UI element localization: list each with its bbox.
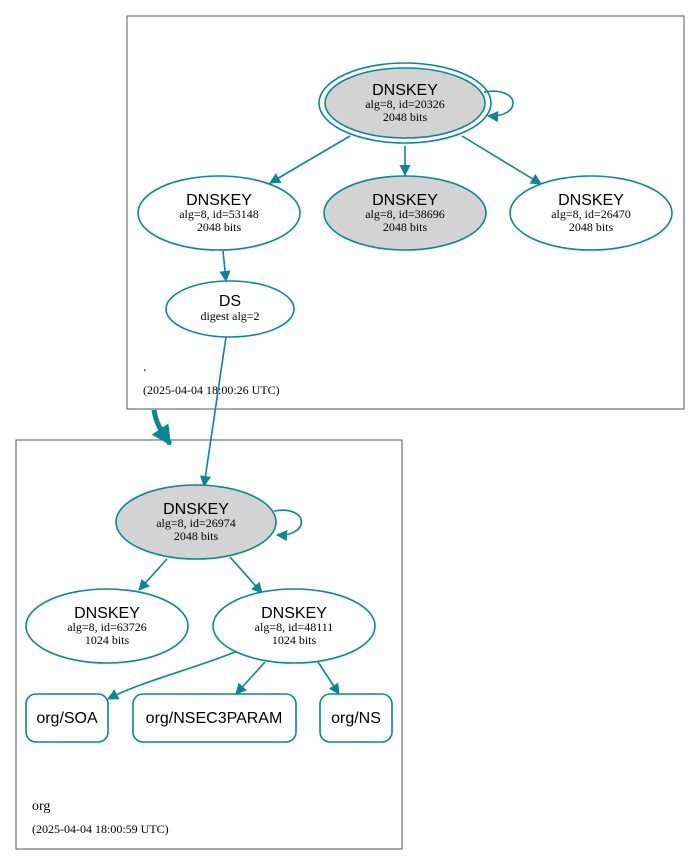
edge-org-ksk-to-63726 xyxy=(138,558,168,591)
node-detail: alg=8, id=53148 xyxy=(179,207,259,221)
node-title: DNSKEY xyxy=(558,192,624,209)
edges xyxy=(107,90,542,700)
zone-org-timestamp: (2025-04-04 18:00:59 UTC) xyxy=(32,822,169,836)
edge-48111-to-soa xyxy=(107,651,236,700)
edge-root-ksk-self xyxy=(483,90,514,123)
node-title: org/SOA xyxy=(36,710,98,727)
node-root-key-26470[interactable]: DNSKEY alg=8, id=26470 2048 bits xyxy=(509,175,673,251)
node-root-key-38696[interactable]: DNSKEY alg=8, id=38696 2048 bits xyxy=(323,175,487,251)
node-title: DNSKEY xyxy=(372,82,438,99)
zone-org-name: org xyxy=(32,799,50,814)
edge-root-ksk-to-26470 xyxy=(461,135,542,185)
node-root-ds[interactable]: DS digest alg=2 xyxy=(165,280,295,338)
node-detail: alg=8, id=48111 xyxy=(255,620,334,634)
node-detail: alg=8, id=26470 xyxy=(551,207,631,221)
edge-zone-delegation xyxy=(151,409,173,446)
node-title: DNSKEY xyxy=(74,605,140,622)
zone-root: . (2025-04-04 18:00:26 UTC) xyxy=(126,15,685,410)
node-detail: alg=8, id=63726 xyxy=(67,620,147,634)
zone-root-timestamp: (2025-04-04 18:00:26 UTC) xyxy=(143,383,280,397)
edge-48111-to-nsec3param xyxy=(235,661,266,695)
edge-org-ksk-self xyxy=(273,509,303,542)
node-org-ns[interactable]: org/NS xyxy=(319,693,393,743)
node-bits: 2048 bits xyxy=(383,220,428,234)
node-bits: 2048 bits xyxy=(569,220,614,234)
node-org-key-63726[interactable]: DNSKEY alg=8, id=63726 1024 bits xyxy=(25,588,189,664)
edge-root-ksk-to-53148 xyxy=(269,135,351,184)
node-detail: digest alg=2 xyxy=(200,309,259,323)
node-bits: 2048 bits xyxy=(197,220,242,234)
node-detail: alg=8, id=38696 xyxy=(365,207,445,221)
node-org-soa[interactable]: org/SOA xyxy=(25,693,109,743)
edge-org-ksk-to-48111 xyxy=(229,556,263,594)
node-root-key-53148[interactable]: DNSKEY alg=8, id=53148 2048 bits xyxy=(137,175,301,251)
zone-root-border xyxy=(126,15,685,410)
node-title: DNSKEY xyxy=(186,192,252,209)
node-org-nsec3param[interactable]: org/NSEC3PARAM xyxy=(132,693,297,743)
node-bits: 2048 bits xyxy=(174,529,219,543)
node-root-ksk-20326[interactable]: DNSKEY alg=8, id=20326 2048 bits xyxy=(318,62,492,144)
node-title: org/NS xyxy=(331,710,381,727)
node-bits: 2048 bits xyxy=(383,110,428,124)
node-detail: alg=8, id=20326 xyxy=(365,97,445,111)
node-org-key-48111[interactable]: DNSKEY alg=8, id=48111 1024 bits xyxy=(212,588,376,664)
node-title: DNSKEY xyxy=(372,192,438,209)
zone-org-border xyxy=(15,439,403,850)
node-org-ksk-26974[interactable]: DNSKEY alg=8, id=26974 2048 bits xyxy=(115,484,277,560)
edge-ds-to-org-ksk xyxy=(199,336,227,488)
node-title: org/NSEC3PARAM xyxy=(146,710,283,727)
node-bits: 1024 bits xyxy=(272,633,317,647)
node-detail: alg=8, id=26974 xyxy=(156,516,236,530)
node-title: DS xyxy=(219,293,241,310)
zone-org: org (2025-04-04 18:00:59 UTC) xyxy=(15,439,403,850)
zone-root-name: . xyxy=(143,360,147,375)
edge-53148-to-ds xyxy=(219,250,231,283)
node-bits: 1024 bits xyxy=(85,633,130,647)
node-title: DNSKEY xyxy=(163,501,229,518)
edge-48111-to-ns xyxy=(317,661,340,695)
node-title: DNSKEY xyxy=(261,605,327,622)
